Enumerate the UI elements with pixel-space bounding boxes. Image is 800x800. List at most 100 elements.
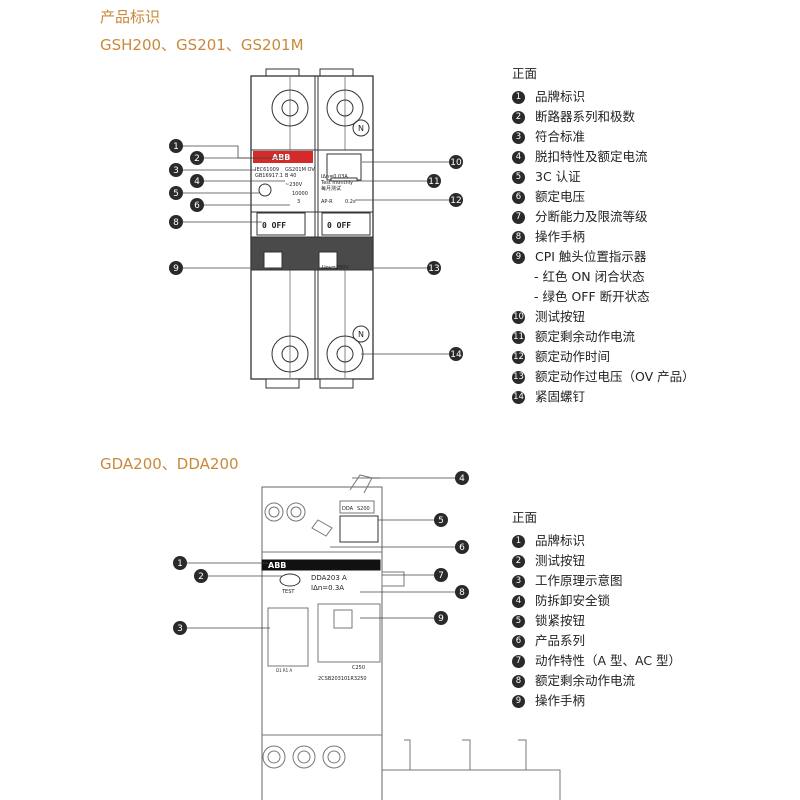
std1-text: IEC61009: [255, 167, 279, 173]
callout2-1: 1: [173, 556, 187, 570]
legend2-title: 正面: [512, 510, 538, 525]
time-text: 0.2s: [345, 199, 356, 205]
svg-text:14: 14: [450, 350, 462, 360]
legend-text: 操作手柄: [535, 693, 586, 708]
test-cn-text: 每月测试: [321, 185, 341, 192]
s200-text: S200: [357, 506, 370, 512]
svg-text:11: 11: [428, 177, 439, 187]
callout-2: 2: [190, 151, 204, 165]
legend-text: - 红色 ON 闭合状态: [534, 269, 645, 284]
legend-text: 符合标准: [535, 129, 586, 144]
callout-12: 12: [449, 193, 463, 207]
svg-text:6: 6: [459, 543, 465, 553]
callout-4: 4: [190, 174, 204, 188]
legend-item: 3 工作原理示意图: [512, 571, 681, 591]
svg-text:9: 9: [173, 264, 179, 274]
legend-number-badge: 2: [512, 110, 525, 124]
class-text: 3: [297, 199, 300, 205]
legend-text: 产品系列: [535, 633, 586, 648]
section-title: 产品标识: [100, 8, 161, 26]
legend-number-badge: 8: [512, 674, 525, 688]
product1-heading: GSH200、GS201、GS201M: [100, 36, 304, 54]
legend-number-badge: 14: [512, 390, 525, 404]
handle2-label: 0 OFF: [327, 221, 351, 230]
legend-number-badge: 4: [512, 150, 525, 164]
legend-number-badge: 3: [512, 574, 525, 588]
c250-text: C250: [352, 665, 365, 671]
legend-item: 8 额定剩余动作电流: [512, 671, 681, 691]
type-text: AP-R: [321, 199, 333, 205]
legend-text: 额定剩余动作电流: [535, 329, 636, 344]
legend-item: 6 额定电压: [512, 187, 695, 207]
dda-text: DDA: [342, 506, 354, 512]
svg-text:1: 1: [173, 142, 179, 152]
legend-item: 4 脱扣特性及额定电流: [512, 147, 695, 167]
legend-text: 锁紧按钮: [535, 613, 586, 628]
legend-number-badge: 8: [512, 230, 525, 244]
test-text: Test monthly: [320, 180, 353, 186]
svg-text:5: 5: [173, 189, 179, 199]
codesmall-text: D1 R1 A: [276, 668, 292, 673]
callout-1: 1: [169, 139, 183, 153]
callout2-5: 5: [434, 513, 448, 527]
handle1-label: 0 OFF: [262, 221, 286, 230]
svg-text:4: 4: [459, 474, 465, 484]
callout-13: 13: [427, 261, 441, 275]
legend-text: 紧固螺钉: [535, 389, 586, 404]
legend-number-badge: 7: [512, 210, 525, 224]
callout2-6: 6: [455, 540, 469, 554]
svg-text:3: 3: [177, 624, 183, 634]
legend-item: - 绿色 OFF 断开状态: [512, 287, 695, 307]
legend-text: 动作特性（A 型、AC 型）: [535, 653, 682, 668]
legend-text: 额定动作过电压（OV 产品）: [535, 369, 695, 384]
callout-5: 5: [169, 186, 183, 200]
std2-text: GB16917.1: [255, 173, 283, 179]
legend-item: 14 紧固螺钉: [512, 387, 695, 407]
callout-3: 3: [169, 163, 183, 177]
gda200-diagram: [261, 474, 561, 800]
svg-text:8: 8: [459, 588, 465, 598]
legend-number-badge: 13: [512, 370, 525, 384]
legend-number-badge: 12: [512, 350, 525, 364]
svg-text:13: 13: [428, 264, 439, 274]
test-text-2: TEST: [281, 589, 295, 595]
svg-text:8: 8: [173, 218, 179, 228]
code-text: 2CSB203101R3250: [318, 676, 367, 682]
legend-text: 测试按钮: [535, 553, 586, 568]
legend-number-badge: 2: [512, 554, 525, 568]
n-mark-bottom: N: [358, 330, 364, 339]
legend1-title: 正面: [512, 66, 538, 81]
legend-text: 脱扣特性及额定电流: [535, 149, 648, 164]
svg-text:1: 1: [177, 559, 183, 569]
legend-text: 操作手柄: [535, 229, 586, 244]
rating-text: B 40: [285, 173, 296, 179]
legend-number-badge: 3: [512, 130, 525, 144]
legend-text: 额定电压: [535, 189, 586, 204]
idn-text: IΔn=0.03A: [321, 174, 348, 180]
legend-number-badge: 9: [512, 694, 525, 708]
legend-text: - 绿色 OFF 断开状态: [534, 289, 650, 304]
legend-number-badge: 6: [512, 190, 525, 204]
svg-text:10: 10: [450, 158, 462, 168]
callout2-2: 2: [194, 569, 208, 583]
legend-text: 额定剩余动作电流: [535, 673, 636, 688]
brand-logo-2: ABB: [268, 561, 286, 570]
callout-11: 11: [427, 174, 441, 188]
legend-number-badge: 11: [512, 330, 525, 344]
callout2-4: 4: [455, 471, 469, 485]
idn-text-2: IΔn=0.3A: [311, 584, 344, 592]
legend-number-badge: 1: [512, 534, 525, 548]
callout-14: 14: [449, 347, 463, 361]
legend-text: 工作原理示意图: [535, 573, 623, 588]
